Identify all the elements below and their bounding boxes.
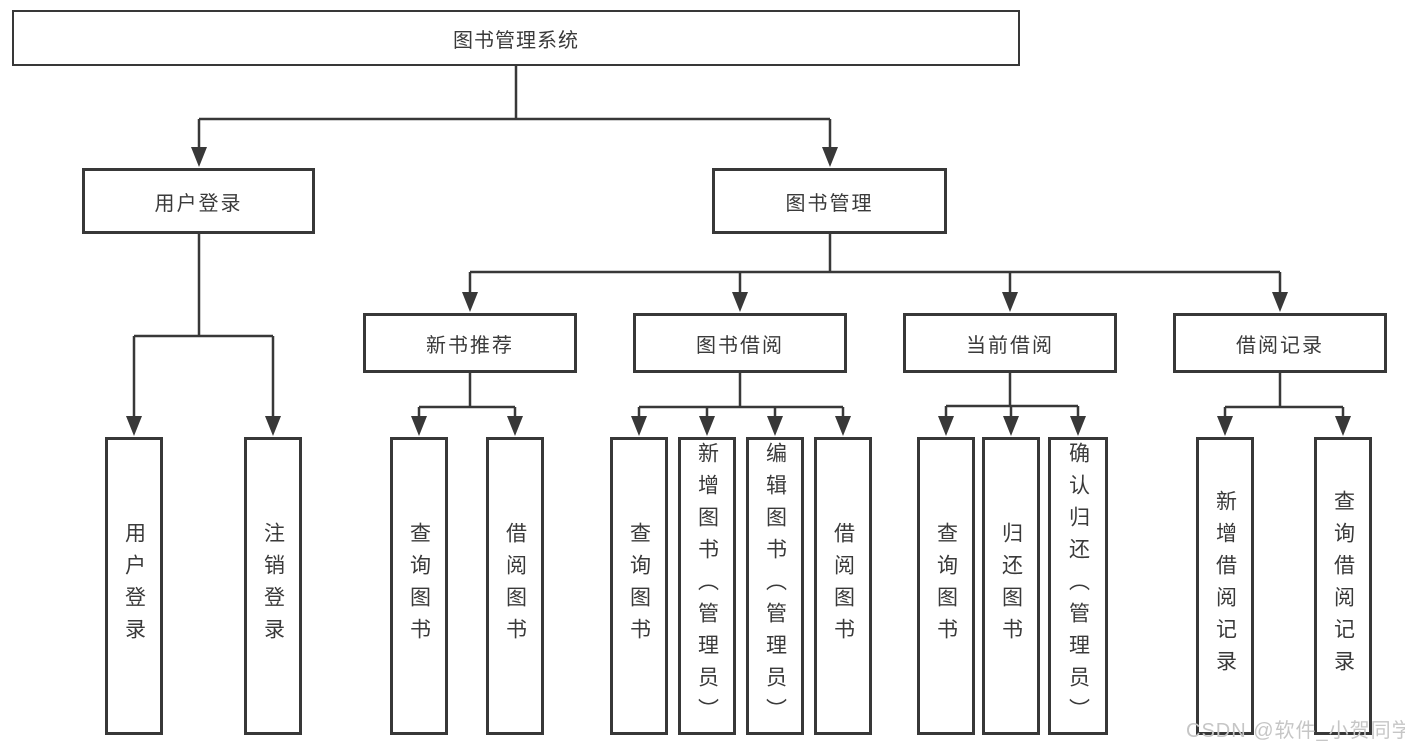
leaf-user-login: 用户登录 — [105, 437, 163, 735]
node-label: 用户登录 — [154, 192, 243, 215]
node-label: 归还图书 — [999, 522, 1023, 650]
leaf-query-borrow-record: 查询借阅记录 — [1314, 437, 1372, 735]
node-borrowing-records: 借阅记录 — [1173, 313, 1387, 373]
arrowhead-icons — [126, 147, 1351, 436]
node-label: 查询图书 — [934, 522, 958, 650]
leaf-confirm-return-admin: 确认归还（管理员） — [1048, 437, 1108, 735]
node-label: 借阅图书 — [831, 522, 855, 650]
leaf-add-borrow-record: 新增借阅记录 — [1196, 437, 1254, 735]
node-new-book-recommend: 新书推荐 — [363, 313, 577, 373]
leaf-add-books-admin: 新增图书（管理员） — [678, 437, 736, 735]
node-label: 新增借阅记录 — [1213, 490, 1237, 682]
node-label: 图书管理系统 — [453, 29, 579, 52]
node-label: 查询图书 — [407, 522, 431, 650]
leaf-current-query-books: 查询图书 — [917, 437, 975, 735]
node-book-management: 图书管理 — [712, 168, 947, 234]
node-label: 查询借阅记录 — [1331, 490, 1355, 682]
node-library-management-system: 图书管理系统 — [12, 10, 1020, 66]
node-current-borrowing: 当前借阅 — [903, 313, 1117, 373]
node-label: 确认归还（管理员） — [1066, 442, 1090, 730]
node-user-login: 用户登录 — [82, 168, 315, 234]
node-label: 注销登录 — [261, 522, 285, 650]
leaf-borrow-query-books: 查询图书 — [610, 437, 668, 735]
leaf-recommend-query-books: 查询图书 — [390, 437, 448, 735]
leaf-edit-books-admin: 编辑图书（管理员） — [746, 437, 804, 735]
node-label: 图书借阅 — [696, 334, 784, 357]
node-label: 用户登录 — [122, 522, 146, 650]
leaf-borrow-books: 借阅图书 — [814, 437, 872, 735]
leaf-return-books: 归还图书 — [982, 437, 1040, 735]
node-label: 借阅记录 — [1236, 334, 1324, 357]
leaf-logout: 注销登录 — [244, 437, 302, 735]
node-label: 查询图书 — [627, 522, 651, 650]
leaf-recommend-borrow-books: 借阅图书 — [486, 437, 544, 735]
node-label: 新书推荐 — [426, 334, 514, 357]
node-label: 当前借阅 — [966, 334, 1054, 357]
node-label: 新增图书（管理员） — [695, 442, 719, 730]
node-label: 图书管理 — [785, 192, 874, 215]
node-label: 借阅图书 — [503, 522, 527, 650]
node-book-borrowing: 图书借阅 — [633, 313, 847, 373]
csdn-watermark: CSDN @软件_小贺同学 — [1186, 720, 1405, 742]
node-label: 编辑图书（管理员） — [763, 442, 787, 730]
